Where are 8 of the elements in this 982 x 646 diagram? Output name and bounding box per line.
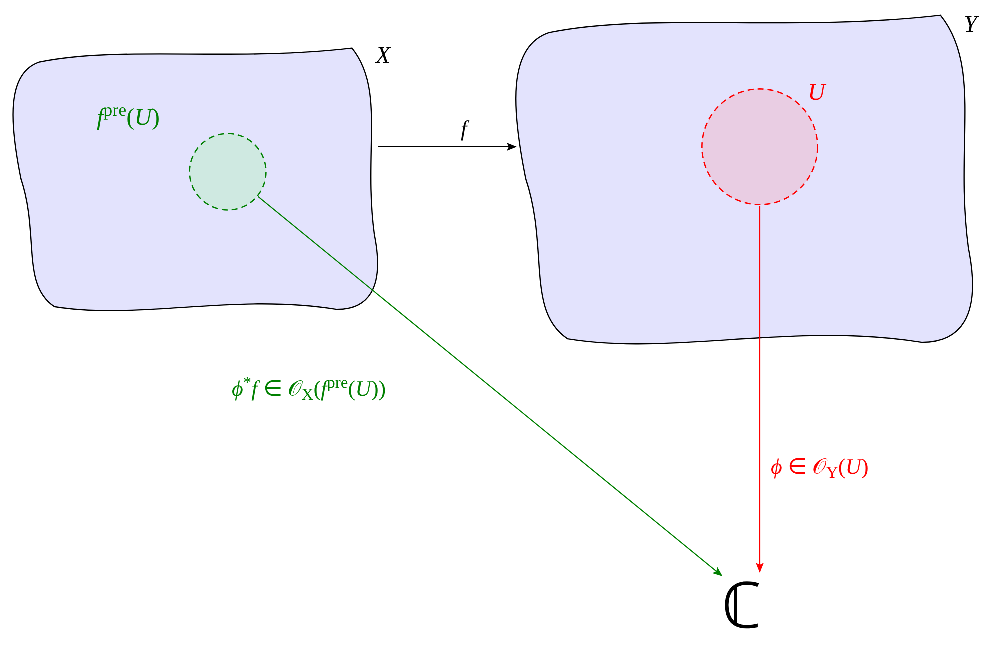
set-label: X xyxy=(376,42,391,71)
arrow xyxy=(756,206,764,573)
set-label: Y xyxy=(964,11,978,40)
math-symbol: ℂ xyxy=(722,572,762,642)
arrow xyxy=(378,143,517,151)
set-label: f$^{pre}$(U) xyxy=(97,100,160,133)
arrow xyxy=(258,196,723,577)
set-label: U xyxy=(808,79,826,108)
